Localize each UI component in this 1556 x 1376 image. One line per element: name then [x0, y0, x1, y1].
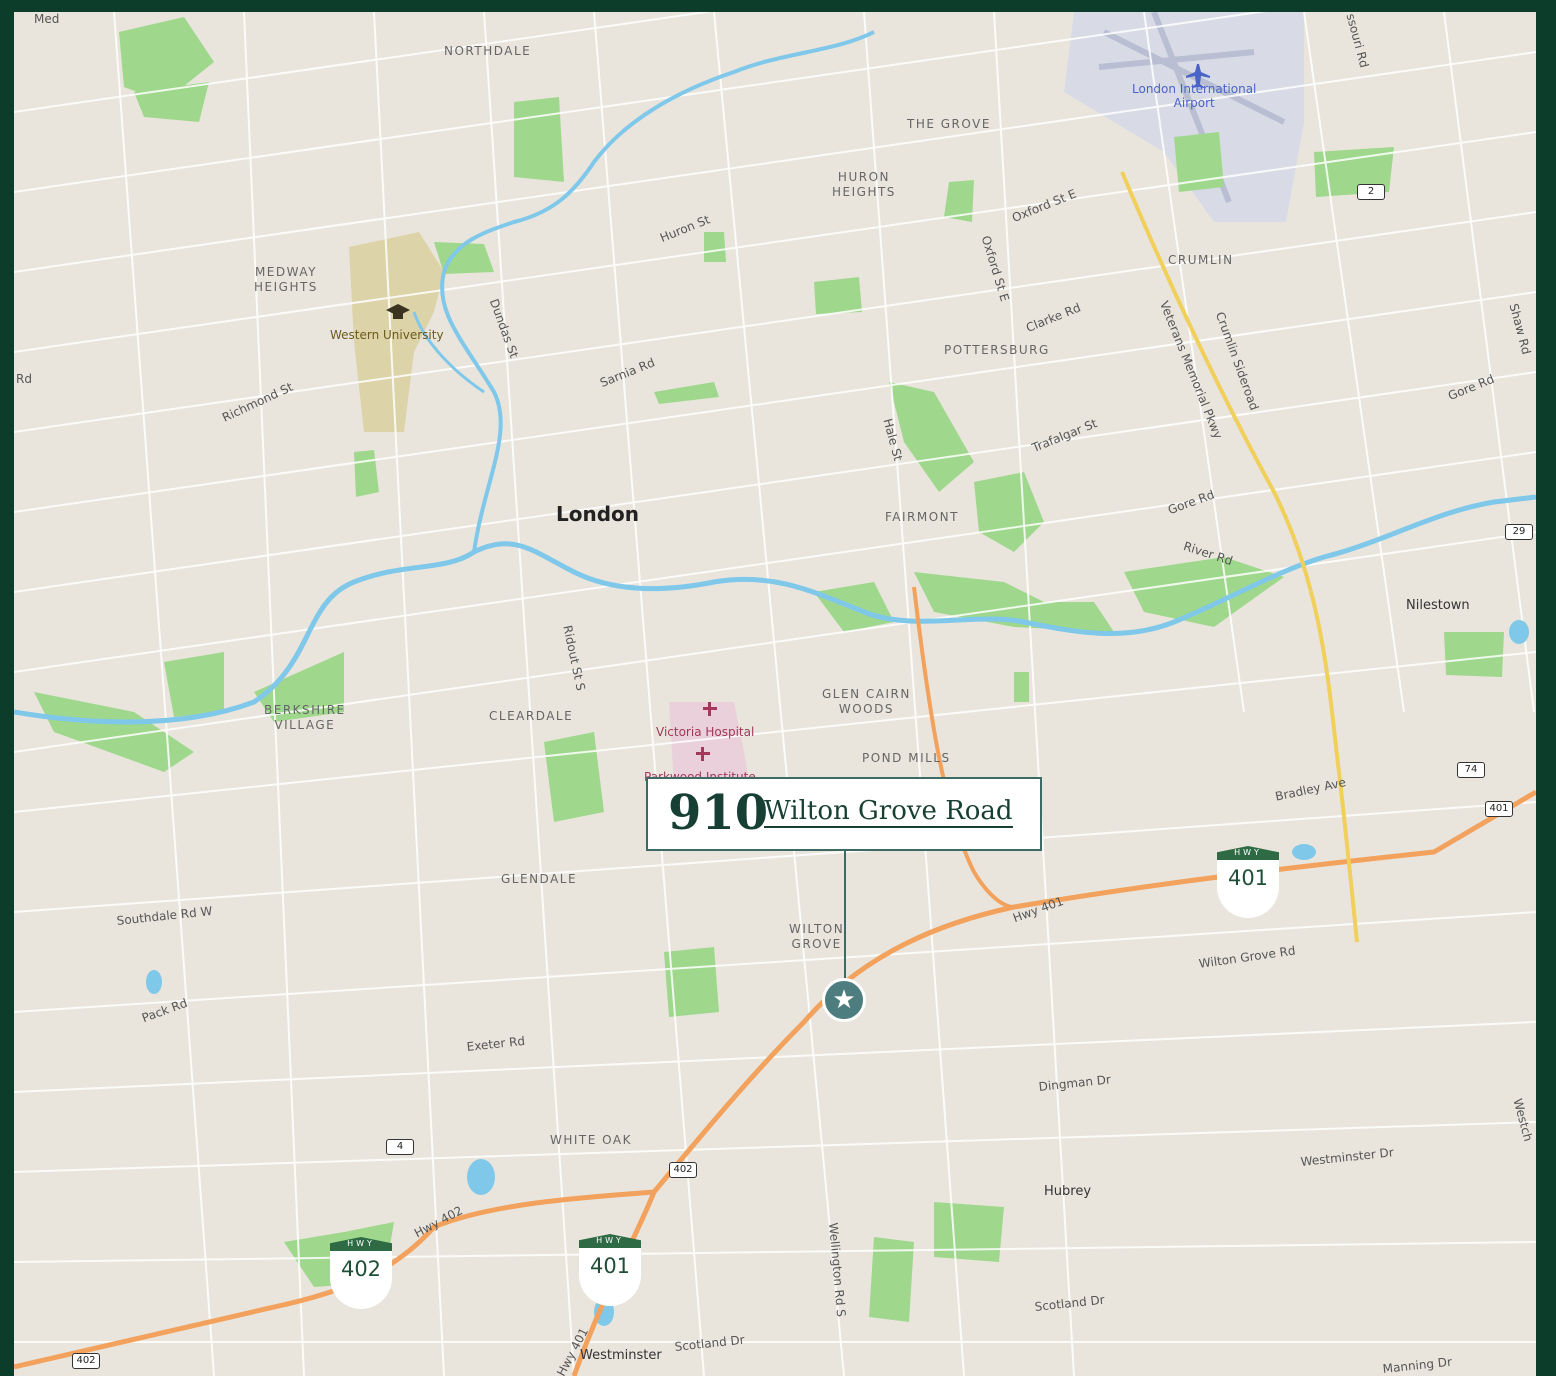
route-marker: 401	[1485, 801, 1513, 817]
neighbourhood-label: CRUMLIN	[1168, 253, 1234, 267]
route-marker: 74	[1457, 762, 1485, 778]
star-icon: ★	[832, 985, 856, 1015]
route-marker: 4	[386, 1139, 414, 1155]
neighbourhood-label: POTTERSBURG	[944, 343, 1050, 357]
poi-label: Western University	[330, 328, 444, 342]
route-marker: 2	[1357, 184, 1385, 200]
street-grid	[14, 12, 1536, 1376]
route-marker: 402	[72, 1353, 100, 1369]
route-marker: 402	[669, 1162, 697, 1178]
highway-shield-number: 401	[1227, 866, 1269, 890]
highway-shield: HWY 402	[330, 1237, 392, 1309]
parks	[34, 17, 1504, 1322]
place-label: Hubrey	[1044, 1184, 1092, 1199]
neighbourhood-label: THE GROVE	[907, 117, 991, 131]
highway-shield-cap: HWY	[330, 1237, 392, 1251]
road-label: Rd	[16, 372, 32, 386]
place-label: Westminster	[580, 1348, 662, 1363]
highway-shield-cap: HWY	[1217, 846, 1279, 860]
poi-label: Victoria Hospital	[656, 725, 755, 739]
graduation-cap-icon	[386, 304, 410, 319]
neighbourhood-label: GLENDALE	[501, 872, 578, 886]
airplane-icon	[1186, 64, 1210, 88]
address-number: 910	[668, 785, 769, 841]
place-label: Nilestown	[1406, 598, 1470, 613]
highway-shield-number: 402	[340, 1257, 382, 1281]
neighbourhood-label: WHITE OAK	[550, 1133, 632, 1147]
city-label: London	[556, 502, 640, 526]
map-graphics	[14, 12, 1536, 1376]
hwy-connector	[912, 586, 1015, 909]
highway-shield: HWY 401	[1217, 846, 1279, 918]
plus-icon	[696, 702, 717, 761]
university-campus	[349, 232, 444, 432]
highway-shield: HWY 401	[579, 1234, 641, 1306]
callout-leader-line	[844, 851, 846, 987]
thames-river	[14, 494, 1536, 725]
highway-shield-cap: HWY	[579, 1234, 641, 1248]
neighbourhood-label: CLEARDALE	[489, 709, 574, 723]
location-pin[interactable]: ★	[822, 978, 866, 1022]
neighbourhood-label: NORTHDALE	[444, 44, 532, 58]
address-callout: 910 Wilton Grove Road	[646, 777, 1042, 851]
neighbourhood-label: POND MILLS	[862, 751, 951, 765]
veterans-pkwy-line	[1120, 171, 1359, 943]
hospital-area	[669, 702, 749, 784]
hwy-401-line	[14, 789, 1536, 1370]
address-street: Wilton Grove Road	[764, 796, 1013, 828]
neighbourhood-label: FAIRMONT	[885, 510, 959, 524]
road-label: Med	[34, 12, 60, 26]
route-marker: 29	[1505, 524, 1533, 540]
highway-shield-number: 401	[589, 1254, 631, 1278]
